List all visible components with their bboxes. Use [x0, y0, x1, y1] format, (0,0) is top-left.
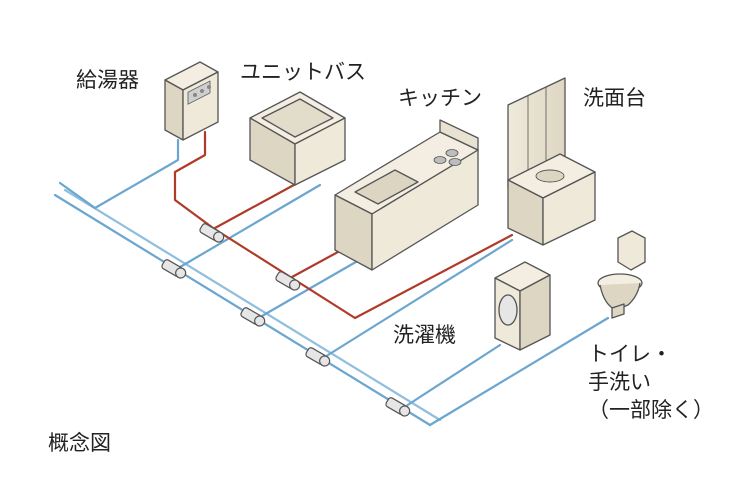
cold-branch-washbasin: [318, 238, 514, 362]
pipe-header-icon: [305, 347, 331, 367]
pipe-header-icon: [240, 307, 266, 327]
hot-heater-outlet: [173, 130, 215, 230]
bathtub-icon: [249, 91, 346, 186]
pipe-header-icon: [161, 259, 187, 279]
pipe-header-icon: [275, 271, 301, 291]
toilet-label-line-2: 手洗い: [588, 370, 651, 394]
pipe-header-icon: [199, 223, 225, 243]
hot-branch-bath: [213, 178, 305, 230]
cold-main-pipe-b: [63, 188, 442, 422]
washbasin-icon: [507, 77, 596, 246]
water-heater-icon: [164, 61, 219, 141]
toilet-label: トイレ・ 手洗い （一部除く）: [588, 340, 714, 424]
cold-branch-bath: [173, 183, 322, 272]
kitchen-counter-icon: [334, 119, 479, 271]
toilet-label-line-3: （一部除く）: [588, 398, 714, 422]
water-heater-label: 給湯器: [76, 68, 139, 92]
kitchen-label: キッチン: [398, 86, 482, 110]
washing-machine-icon: [494, 261, 551, 351]
pipe-header-fittings: [161, 223, 411, 417]
washing-machine-label: 洗濯機: [393, 323, 456, 347]
pipe-header-icon: [385, 397, 411, 417]
toilet-label-line-1: トイレ・: [588, 342, 672, 366]
toilet-icon: [597, 230, 646, 319]
hot-branch-washbasin: [353, 233, 514, 320]
unit-bath-label: ユニットバス: [240, 60, 366, 84]
cold-branch-toilet: [428, 316, 610, 427]
cold-branch-kitchen: [253, 253, 370, 322]
diagram-caption: 概念図: [48, 431, 111, 455]
cold-heater-supply: [58, 138, 180, 210]
cold-branch-washer: [398, 343, 502, 412]
washbasin-label: 洗面台: [583, 86, 646, 110]
hot-water-pipes: [173, 130, 514, 320]
